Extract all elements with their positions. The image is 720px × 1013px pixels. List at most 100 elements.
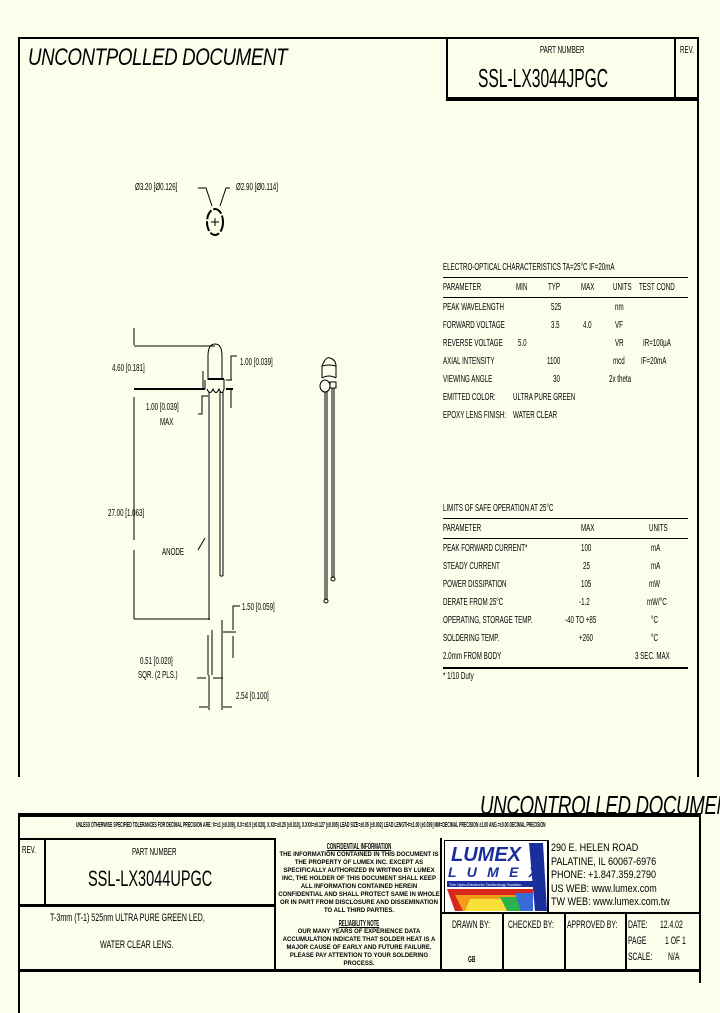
page-label: PAGE (628, 935, 647, 947)
header-min: MIN (516, 282, 528, 293)
cell-max: 100 (581, 543, 592, 554)
rule (44, 840, 46, 906)
cell-max: 25 (583, 561, 590, 572)
header-units: UNITS (613, 282, 632, 293)
part-number-box: PART NUMBER SSL-LX3044JPGC (446, 37, 674, 101)
cell-max: -1.2 (579, 597, 590, 608)
title-block-right-rule (699, 813, 701, 983)
cell-typ: 525 (551, 302, 562, 313)
checked-by-label: CHECKED BY: (508, 919, 554, 931)
cell-units: VF (615, 320, 623, 331)
rev-label: REV. (680, 45, 694, 56)
cell-units: mA (651, 543, 661, 554)
rev-box: REV. (674, 37, 699, 101)
emitted-color-label: EMITTED COLOR: (443, 392, 496, 403)
cell-typ: 3.5 (551, 320, 560, 331)
safe-operation-footnote: * 1/10 Duty (443, 671, 474, 682)
confidential-title: CONFIDENTIAL INFORMATION (326, 842, 392, 851)
cell-parameter: POWER DISSIPATION (443, 579, 507, 590)
header-max: MAX (581, 282, 595, 293)
rule (440, 838, 442, 971)
cell-parameter: OPERATING, STORAGE TEMP. (443, 615, 533, 626)
led-side-view (133, 328, 240, 710)
cell-units: mA (651, 561, 661, 572)
header-typ: TYP (548, 282, 561, 293)
lens-finish-value: WATER CLEAR (513, 410, 558, 421)
date-label: DATE: (628, 919, 648, 931)
confidential-panel: CONFIDENTIAL INFORMATION THE INFORMATION… (278, 842, 440, 968)
dim-lead-offset: 1.50 [0.059] (242, 602, 275, 613)
dim-lead-length: 27.00 [1.063] (108, 508, 145, 519)
rule (274, 838, 276, 971)
scale-value: N/A (668, 951, 680, 963)
max-label: MAX (160, 417, 174, 428)
cell-typ: 30 (553, 374, 560, 385)
cell-parameter: FORWARD VOLTAGE (443, 320, 505, 331)
table-rule (443, 277, 688, 278)
cell-parameter: SOLDERING TEMP. (443, 633, 500, 644)
cell-parameter: VIEWING ANGLE (443, 374, 493, 385)
table-rule (443, 538, 688, 539)
cell-typ: 1100 (547, 356, 561, 367)
tb-description-line1: T-3mm (T-1) 525nm ULTRA PURE GREEN LED, (50, 912, 205, 924)
title-block-left-rule (18, 813, 20, 1013)
rule (18, 904, 276, 907)
table-rule (443, 518, 688, 519)
cell-test-cond: IF=20mA (641, 356, 667, 367)
cell-parameter: PEAK WAVELENGTH (443, 302, 504, 313)
drawing-frame (18, 37, 699, 777)
cell-max: +260 (579, 633, 593, 644)
cell-units: 2x theta (609, 374, 632, 385)
electro-optical-title: ELECTRO-OPTICAL CHARACTERISTICS TA=25°C … (443, 262, 615, 273)
cell-parameter: DERATE FROM 25°C (443, 597, 504, 608)
part-number-label: PART NUMBER (540, 45, 585, 56)
dim-outer-diameter: Ø3.20 [Ø0.126] (135, 182, 178, 193)
reliability-text: OUR MANY YEARS OF EXPERIENCE DATA ACCUMU… (282, 929, 436, 967)
approved-by-label: APPROVED BY: (567, 919, 618, 931)
lens-finish-label: EPOXY LENS FINISH: (443, 410, 506, 421)
cell-units: 3 SEC. MAX (635, 651, 670, 662)
address-tw-web[interactable]: TW WEB: www.lumex.com.tw (551, 896, 670, 908)
uncontrolled-watermark-top: UNCONTPOLLED DOCUMENT (28, 44, 288, 71)
rule (547, 840, 549, 912)
address-city: PALATINE, IL 60067-6976 (551, 855, 657, 868)
header-max: MAX (581, 523, 595, 534)
address-phone: PHONE: +1.847.359.2790 (551, 869, 657, 881)
cell-units: mcd (613, 356, 625, 367)
cell-parameter: STEADY CURRENT (443, 561, 500, 572)
led-top-view: Ø3.20 [Ø0.126] Ø2.90 [Ø0.114] (130, 180, 330, 240)
dim-lead-pitch: 2.54 [0.100] (236, 691, 269, 702)
svg-text:The Opto-Electronic Technology: The Opto-Electronic Technology Solution (449, 882, 521, 887)
lead-square-label: SQR. (2 PLS.) (138, 670, 178, 681)
cell-units: mW (649, 579, 661, 590)
title-block-top-rule (18, 813, 699, 817)
cell-units: VR (615, 338, 624, 349)
cell-parameter: AXIAL INTENSITY (443, 356, 495, 367)
cell-test-cond: IR=100µA (643, 338, 671, 349)
rule (440, 912, 701, 914)
dim-body-height: 4.60 [0.181] (112, 363, 145, 374)
tb-description-line2: WATER CLEAR LENS. (100, 939, 174, 951)
rule (18, 969, 701, 972)
header-test-cond: TEST COND (639, 282, 675, 293)
table-rule (443, 667, 688, 669)
part-number: SSL-LX3044JPGC (478, 63, 609, 93)
safe-operation-title: LIMITS OF SAFE OPERATION AT 25°C (443, 503, 554, 514)
svg-text:LUMEX: LUMEX (451, 844, 523, 866)
cell-max: -40 TO +85 (565, 615, 597, 626)
svg-text:LUMEX: LUMEX (448, 864, 540, 880)
cell-units: °C (651, 633, 658, 644)
cell-min: 5.0 (518, 338, 527, 349)
cell-units: °C (651, 615, 658, 626)
cell-parameter: 2.0mm FROM BODY (443, 651, 502, 662)
cell-parameter: PEAK FORWARD CURRENT* (443, 543, 528, 554)
rule (502, 912, 504, 970)
led-3d-sketch-icon (319, 357, 337, 604)
address-us-web[interactable]: US WEB: www.lumex.com (551, 882, 657, 895)
cell-max: 4.0 (583, 320, 592, 331)
scale-label: SCALE: (628, 951, 653, 963)
table-rule (443, 297, 688, 298)
anode-label: ANODE (162, 547, 185, 558)
led-top-circle-icon (198, 187, 230, 236)
cell-units: nm (615, 302, 624, 313)
